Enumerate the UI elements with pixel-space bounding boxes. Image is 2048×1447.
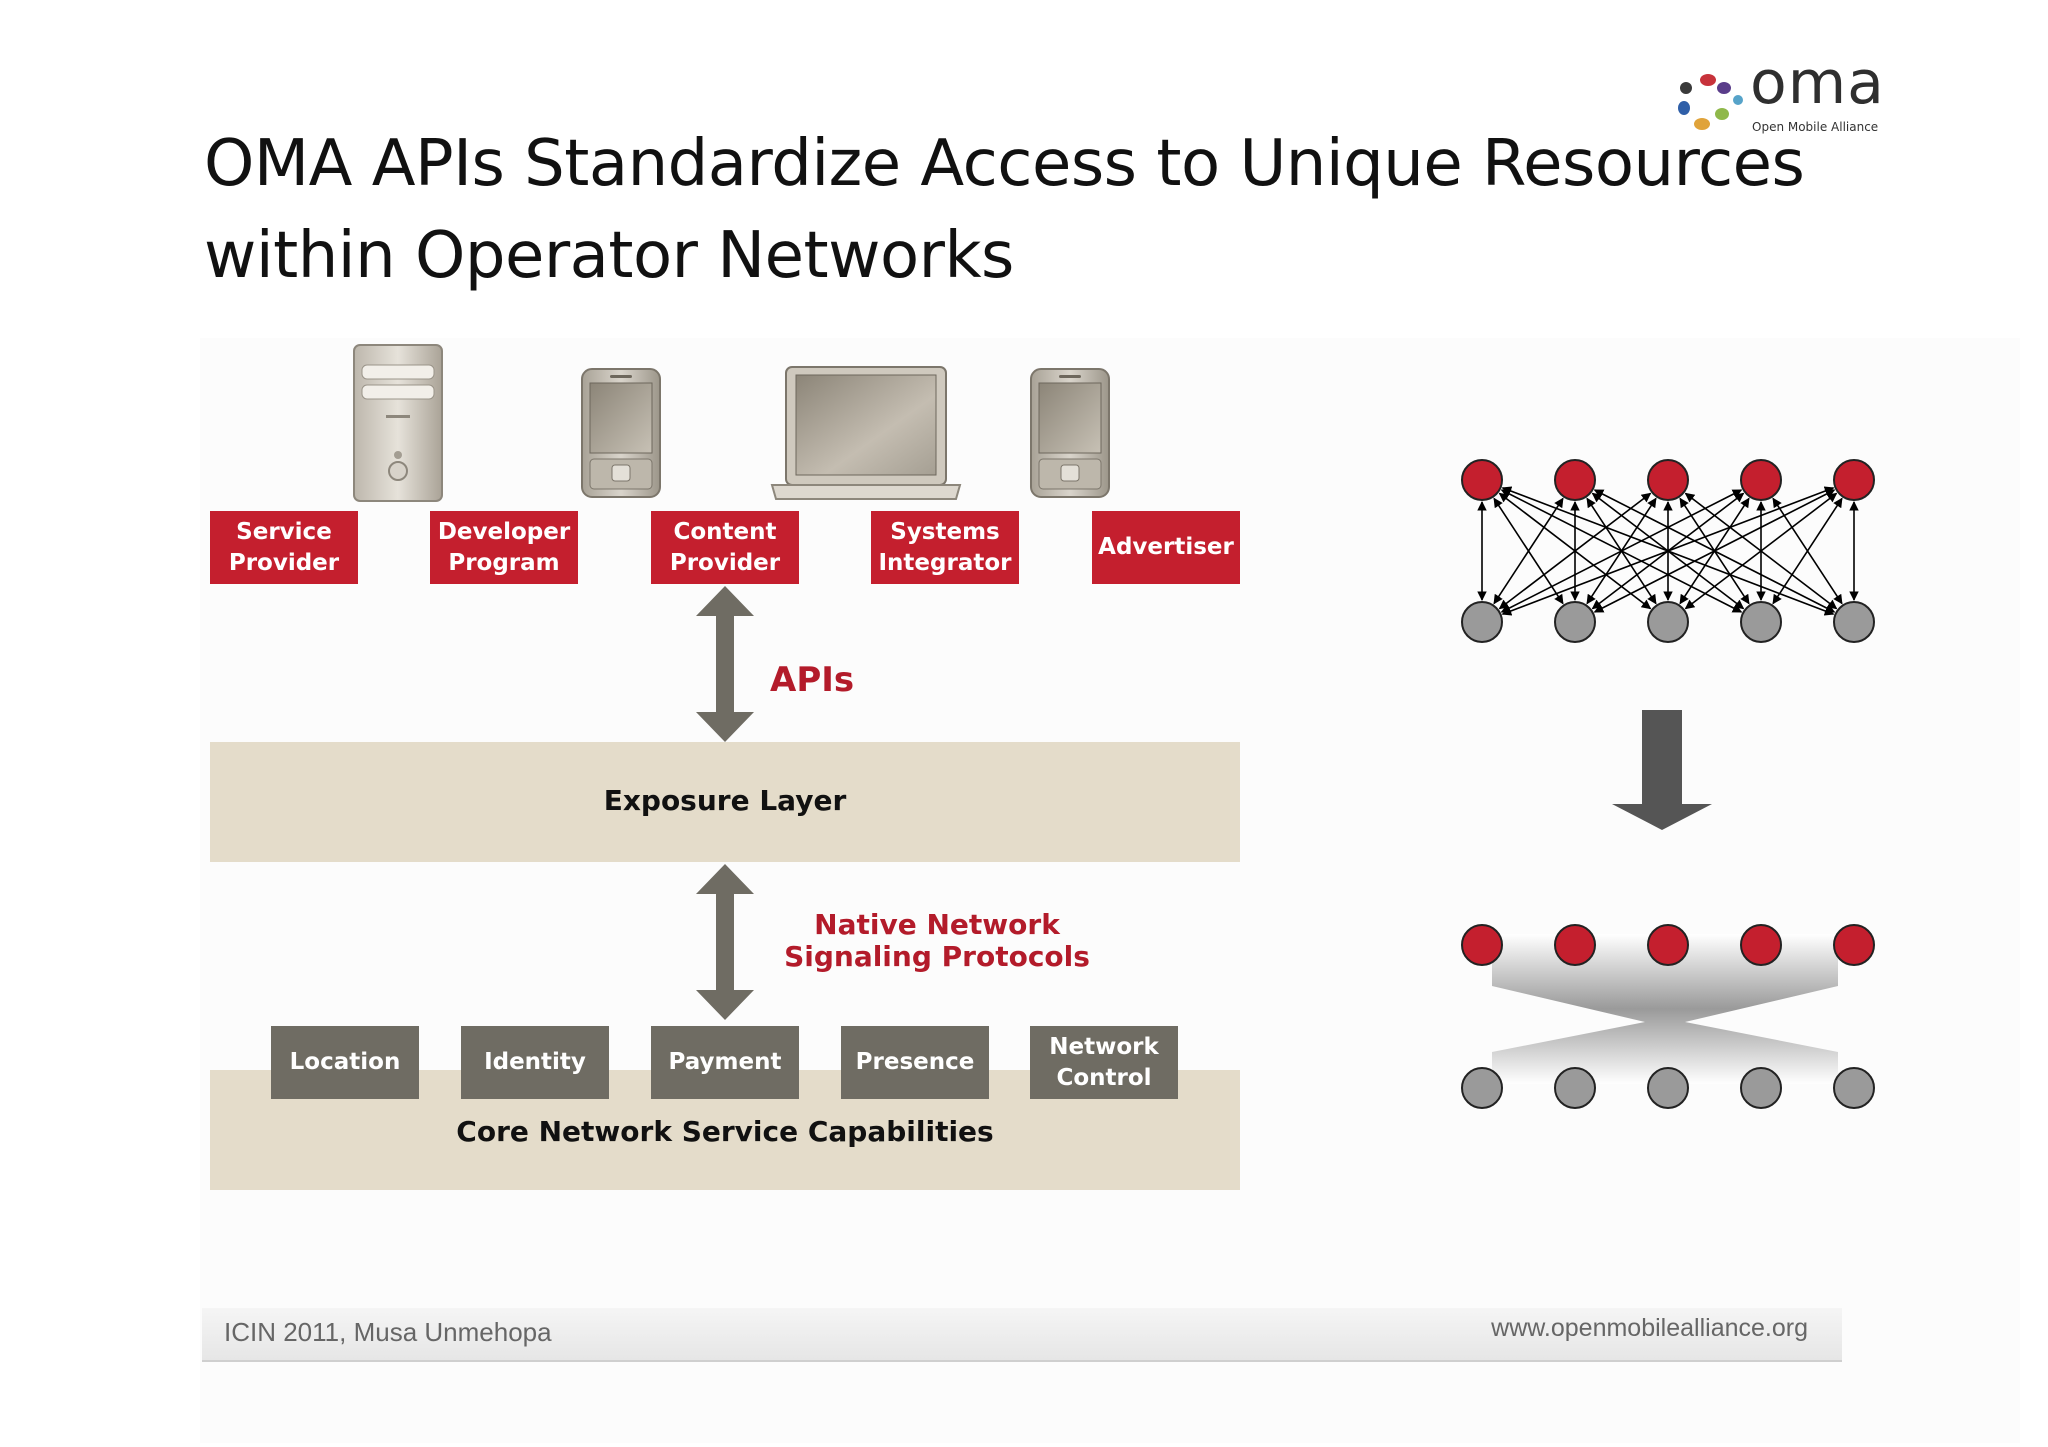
network-model-diagram: [1461, 459, 1875, 1109]
layered-bottom-node: [1461, 1067, 1503, 1109]
mesh-top-node: [1461, 459, 1503, 501]
mesh-top-node: [1833, 459, 1875, 501]
mesh-bottom-node: [1461, 601, 1503, 643]
layered-bottom-node: [1833, 1067, 1875, 1109]
logo-tagline: Open Mobile Alliance: [1752, 120, 1879, 134]
layered-top-node: [1833, 924, 1875, 966]
full-mesh-nodes: [1461, 459, 1875, 643]
mesh-bottom-node: [1554, 601, 1596, 643]
title-line-1: OMA APIs Standardize Access to Unique Re…: [204, 127, 1805, 201]
layered-bottom-node: [1740, 1067, 1782, 1109]
oma-logo-icon: [1678, 74, 1743, 130]
oma-logo: oma Open Mobile Alliance: [1672, 48, 1898, 138]
footer-author: ICIN 2011, Musa Unmehopa: [224, 1317, 552, 1347]
pda-icon: [1030, 368, 1110, 498]
native-protocols-double-arrow: [696, 864, 754, 1020]
role-service-provider: Service Provider: [210, 511, 358, 584]
logo-wordmark: oma: [1750, 48, 1885, 118]
footer-url[interactable]: www.openmobilealliance.org: [1491, 1314, 1808, 1342]
apis-double-arrow: [696, 586, 754, 742]
transition-down-arrow: [1612, 710, 1712, 830]
mesh-top-node: [1740, 459, 1782, 501]
mesh-bottom-node: [1647, 601, 1689, 643]
role-content-provider: Content Provider: [651, 511, 799, 584]
exposure-layer: Exposure Layer: [210, 742, 1240, 862]
exposure-layer-label: Exposure Layer: [603, 784, 847, 817]
pda-icon: [581, 368, 661, 498]
layered-bottom-node: [1554, 1067, 1596, 1109]
capability-network-control: Network Control: [1030, 1026, 1178, 1099]
mesh-bottom-node: [1833, 601, 1875, 643]
footer-bar: [202, 1308, 1842, 1362]
apis-label: APIs: [770, 660, 855, 700]
page-title: OMA APIs Standardize Access to Unique Re…: [204, 118, 1844, 302]
mesh-bottom-node: [1740, 601, 1782, 643]
laptop-icon: [770, 366, 962, 500]
converging-layer-shape: [1492, 934, 1838, 1084]
role-advertiser: Advertiser: [1092, 511, 1240, 584]
layered-top-node: [1740, 924, 1782, 966]
layered-top-node: [1461, 924, 1503, 966]
server-tower-icon: [353, 344, 443, 502]
capability-identity: Identity: [461, 1026, 609, 1099]
capability-presence: Presence: [841, 1026, 989, 1099]
core-network-label: Core Network Service Capabilities: [456, 1115, 994, 1148]
role-developer-program: Developer Program: [430, 511, 578, 584]
layered-top-node: [1647, 924, 1689, 966]
layered-bottom-node: [1647, 1067, 1689, 1109]
mesh-top-node: [1647, 459, 1689, 501]
capability-payment: Payment: [651, 1026, 799, 1099]
layered-top-node: [1554, 924, 1596, 966]
layered-model-nodes: [1461, 924, 1875, 1109]
role-systems-integrator: Systems Integrator: [871, 511, 1019, 584]
title-line-2: within Operator Networks: [204, 219, 1014, 293]
full-mesh-connections: [1477, 486, 1859, 616]
native-protocols-label: Native Network Signaling Protocols: [784, 908, 1090, 973]
mesh-top-node: [1554, 459, 1596, 501]
capability-location: Location: [271, 1026, 419, 1099]
mesh-connection: [1772, 497, 1843, 605]
